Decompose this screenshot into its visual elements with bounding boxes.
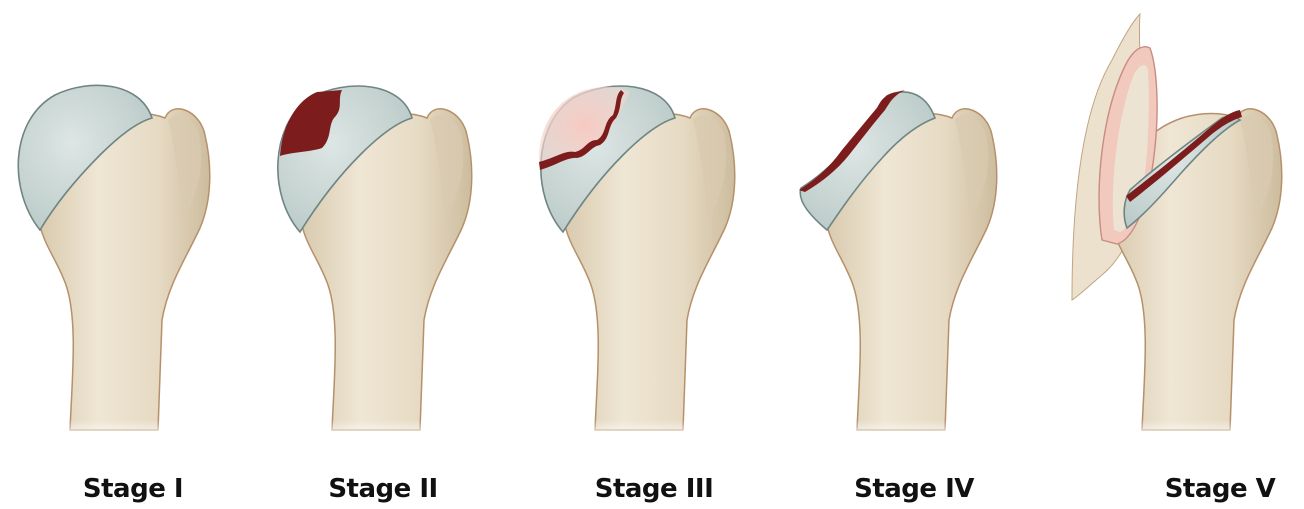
stage-2-label: Stage II (293, 474, 473, 504)
stage-3-label: Stage III (564, 474, 744, 504)
shaft-fade (0, 360, 1304, 440)
stage-5-label: Stage V (1130, 474, 1304, 504)
stage-4-label: Stage IV (824, 474, 1004, 504)
stage-1-label: Stage I (43, 474, 223, 504)
